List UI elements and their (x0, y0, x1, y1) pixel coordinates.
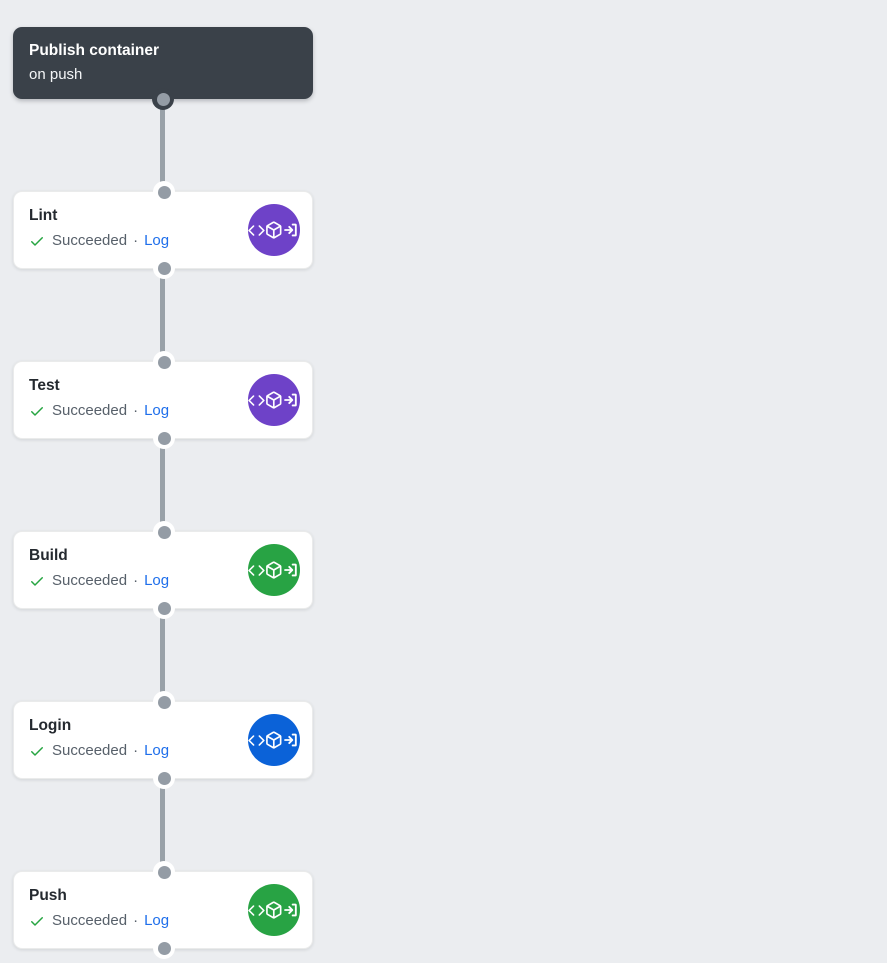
connector-port (153, 351, 175, 373)
sign-in-icon (284, 223, 298, 237)
log-link[interactable]: Log (144, 402, 170, 419)
step-title: Lint (29, 207, 58, 224)
step-title: Push (29, 887, 67, 904)
connector-port (153, 861, 175, 883)
code-icon (248, 734, 265, 746)
step-status-text: Succeeded (52, 232, 128, 249)
step-icon-circle (248, 374, 300, 426)
step-title: Login (29, 717, 72, 734)
trigger-subtitle: on push (29, 66, 83, 83)
connector-port (153, 691, 175, 713)
code-icon (248, 564, 265, 576)
success-check-icon (29, 913, 45, 929)
code-icon (248, 904, 265, 916)
status-separator: · (133, 572, 139, 589)
status-separator: · (133, 912, 139, 929)
step-status-row: Succeeded · Log (29, 740, 297, 761)
step-status-row: Succeeded · Log (29, 230, 297, 251)
trigger-node[interactable]: Publish container on push (13, 27, 313, 110)
sign-in-icon (284, 903, 298, 917)
code-icon (248, 394, 265, 406)
connector-port (153, 521, 175, 543)
package-icon (265, 561, 282, 579)
connector-port (153, 767, 175, 789)
sign-in-icon (284, 393, 298, 407)
step-status-text: Succeeded (52, 742, 128, 759)
package-icon (265, 731, 282, 749)
step-status-row: Succeeded · Log (29, 570, 297, 591)
connector-port (153, 181, 175, 203)
status-separator: · (133, 232, 139, 249)
step-title: Build (29, 547, 68, 564)
step-icon-circle (248, 884, 300, 936)
success-check-icon (29, 403, 45, 419)
step-node[interactable]: Build Succeeded · Log (13, 521, 313, 619)
log-link[interactable]: Log (144, 572, 170, 589)
step-status-row: Succeeded · Log (29, 400, 297, 421)
connector-port (153, 597, 175, 619)
connector-port (153, 937, 175, 959)
code-icon (248, 224, 265, 236)
sign-in-icon (284, 563, 298, 577)
step-title: Test (29, 377, 60, 394)
step-icon-circle (248, 544, 300, 596)
connector-port (153, 257, 175, 279)
status-separator: · (133, 402, 139, 419)
step-node[interactable]: Lint Succeeded · Log (13, 181, 313, 279)
success-check-icon (29, 573, 45, 589)
step-status-text: Succeeded (52, 912, 128, 929)
step-node[interactable]: Push Succeeded · Log (13, 861, 313, 959)
step-node[interactable]: Login Succeeded · Log (13, 691, 313, 789)
log-link[interactable]: Log (144, 912, 170, 929)
log-link[interactable]: Log (144, 232, 170, 249)
step-node[interactable]: Test Succeeded · Log (13, 351, 313, 449)
step-icon-circle (248, 204, 300, 256)
trigger-title: Publish container (29, 42, 160, 59)
package-icon (265, 391, 282, 409)
connector-port (152, 88, 174, 110)
step-status-text: Succeeded (52, 572, 128, 589)
log-link[interactable]: Log (144, 742, 170, 759)
success-check-icon (29, 233, 45, 249)
step-status-row: Succeeded · Log (29, 910, 297, 931)
step-icon-circle (248, 714, 300, 766)
package-icon (265, 901, 282, 919)
status-separator: · (133, 742, 139, 759)
connector-port (153, 427, 175, 449)
sign-in-icon (284, 733, 298, 747)
package-icon (265, 221, 282, 239)
success-check-icon (29, 743, 45, 759)
step-status-text: Succeeded (52, 402, 128, 419)
